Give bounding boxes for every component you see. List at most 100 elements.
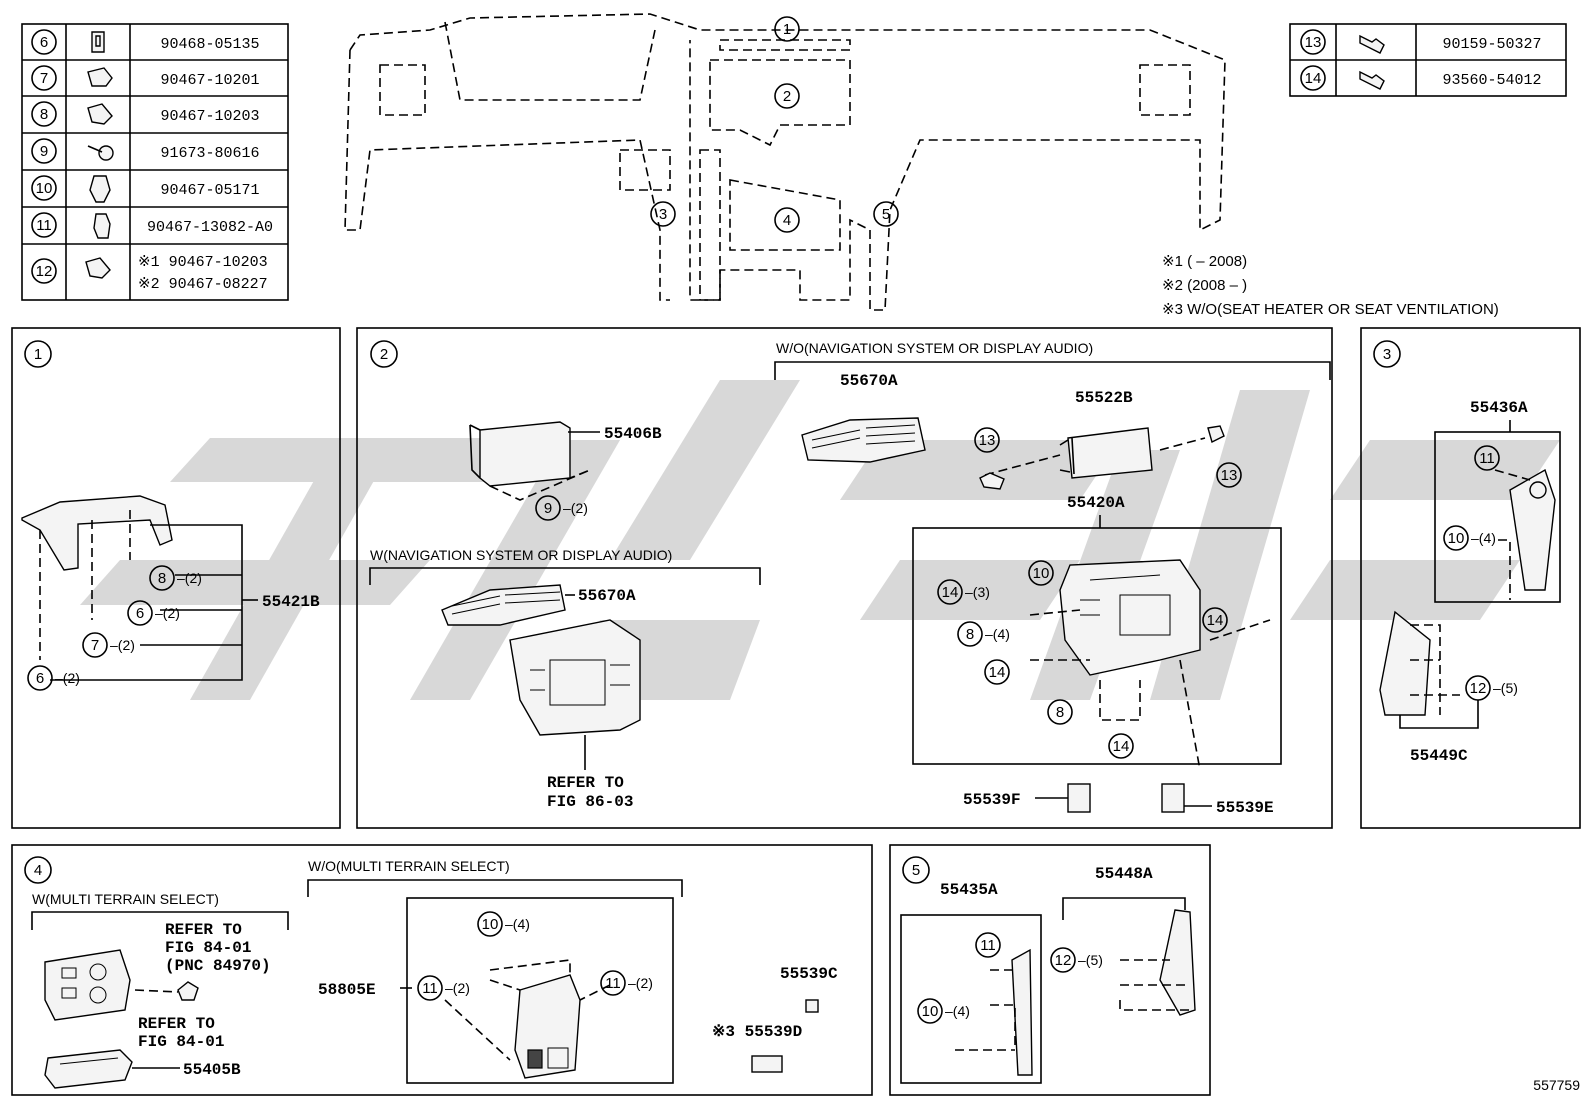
panel-4-refer-a2: FIG 84-01: [165, 939, 251, 957]
note-1: ※1 ( – 2008): [1162, 253, 1247, 270]
panel-4-number: 4: [34, 862, 42, 879]
panel-4-header-wo-bracket: [307, 879, 683, 897]
legend-ref-14: 14: [1305, 70, 1322, 87]
panel-1-qty-8: –(2): [177, 570, 202, 586]
panel-5-ref-12: 12: [1055, 952, 1072, 969]
legend-part-13: 90159-50327: [1442, 36, 1541, 53]
overview-callouts: [650, 16, 899, 233]
panel-1-part-drawing: [21, 495, 258, 681]
legend-part-7: 90467-10201: [160, 72, 259, 89]
panel-3-number: 3: [1383, 346, 1391, 363]
panel-5-ref-10: 10: [922, 1003, 939, 1020]
panel-1-ref-7: 7: [91, 637, 99, 654]
panel-4-part-55405B: 55405B: [183, 1061, 241, 1079]
panel-2-ref-14c: 14: [1207, 612, 1224, 629]
panel-2-ref-13b: 13: [1221, 467, 1238, 484]
panel-2-refer-line2: FIG 86-03: [547, 793, 633, 811]
panel-2-ref-14a: 14: [942, 584, 959, 601]
panel-4-refer-a1: REFER TO: [165, 921, 242, 939]
panel-4-part-55539D: ※3 55539D: [712, 1023, 802, 1041]
panel-2-ref-8b: 8: [1056, 704, 1064, 721]
legend-ref-9: 9: [40, 143, 48, 160]
panel-4-header-w-bracket: [31, 911, 289, 930]
panel-1-number: 1: [34, 346, 42, 363]
legend-part-9: 91673-80616: [160, 145, 259, 162]
panel-5-qty-12: –(5): [1078, 952, 1103, 968]
overview-callout-4: 4: [783, 212, 791, 229]
panel-2-ref-8a: 8: [966, 626, 974, 643]
overview-callout-1: 1: [783, 21, 791, 38]
panel-2-part-55522B: 55522B: [1075, 389, 1133, 407]
panel-1-ref-6a: 6: [136, 605, 144, 622]
panel-2-header-wo-bracket: [774, 361, 1331, 380]
panel-4-ref-11b: 11: [605, 975, 621, 992]
panel-2-qty-8a: –(4): [985, 626, 1010, 642]
panel-1-qty-6b: –(2): [55, 670, 80, 686]
panel-3-frame: [1360, 327, 1581, 829]
legend-ref-6: 6: [40, 34, 48, 51]
legend-ref-10: 10: [36, 180, 53, 197]
panel-5-number: 5: [912, 862, 920, 879]
legend-ref-8: 8: [40, 106, 48, 123]
panel-4-switches: [751, 999, 819, 1073]
overview-callout-2: 2: [783, 88, 791, 105]
panel-2-refer-line1: REFER TO: [547, 774, 624, 792]
panel-2-switches: [1035, 783, 1212, 813]
panel-3-ref-10: 10: [1448, 530, 1465, 547]
panel-2-header-w-nav: W(NAVIGATION SYSTEM OR DISPLAY AUDIO): [370, 547, 672, 563]
legend-ref-13: 13: [1305, 34, 1322, 51]
panel-4-part-58805E: 58805E: [318, 981, 376, 999]
legend-part-6: 90468-05135: [160, 36, 259, 53]
panel-2-ref-14b: 14: [989, 664, 1006, 681]
legend-part-14: 93560-54012: [1442, 72, 1541, 89]
panel-2-part-55670A-top: 55670A: [840, 372, 898, 390]
panel-4-header-w-mts: W(MULTI TERRAIN SELECT): [32, 891, 219, 907]
panel-5-part-55448A: 55448A: [1095, 865, 1153, 883]
panel-4-header-wo-mts: W/O(MULTI TERRAIN SELECT): [308, 858, 510, 874]
panel-5-subbox: [900, 914, 1042, 1084]
panel-4-qty-11b: –(2): [628, 975, 653, 991]
panel-4-qty-11a: –(2): [445, 980, 470, 996]
panel-1-qty-6a: –(2): [155, 605, 180, 621]
panel-2-part-55539E: 55539E: [1216, 799, 1274, 817]
panel-2-vents-lower: [441, 584, 575, 626]
panel-5-frame: [889, 844, 1211, 1096]
panel-4-refer-b2: FIG 84-01: [138, 1033, 224, 1051]
legend-left-refs: [31, 29, 57, 284]
panel-3-part-55449C: 55449C: [1410, 747, 1468, 765]
panel-1-part-55421B: 55421B: [262, 593, 320, 611]
panel-5-parts: [955, 909, 1196, 1076]
panel-2-subbox-55420A: [912, 527, 1282, 765]
legend-part-10: 90467-05171: [160, 182, 259, 199]
note-3: ※3 W/O(SEAT HEATER OR SEAT VENTILATION): [1162, 301, 1499, 318]
legend-icons-left: [85, 31, 114, 279]
panel-3-subbox: [1434, 431, 1561, 603]
panel-2-ref-14d: 14: [1113, 738, 1130, 755]
panel-4-mts-switch: [44, 949, 199, 1089]
panel-2-nav-unit: [509, 619, 641, 770]
panel-2-panel-55522B: [979, 425, 1225, 490]
overview-callout-5: 5: [882, 206, 890, 223]
legend-table-right: [1289, 23, 1567, 97]
panel-3-qty-10: –(4): [1471, 530, 1496, 546]
panel-2-qty-9: –(2): [563, 500, 588, 516]
legend-table-left: [21, 23, 289, 301]
panel-3-ref-12: 12: [1470, 680, 1487, 697]
panel-4-frame: [11, 844, 873, 1096]
panel-4-subbox: [406, 897, 674, 1084]
panel-2-ref-13a: 13: [979, 432, 996, 449]
panel-4-refer-b1: REFER TO: [138, 1015, 215, 1033]
panel-2-ref-9: 9: [544, 500, 552, 517]
panel-1-ref-8: 8: [158, 570, 166, 587]
legend-ref-7: 7: [40, 70, 48, 87]
panel-1-ref-6b: 6: [36, 670, 44, 687]
panel-2-part-55406B: 55406B: [604, 425, 662, 443]
dashboard-overview: [344, 13, 1226, 311]
panel-2-part-55420A: 55420A: [1067, 494, 1125, 512]
legend-part-8: 90467-10203: [160, 108, 259, 125]
panel-2-vents-top: [801, 417, 926, 463]
panel-3-part-55436A: 55436A: [1470, 399, 1528, 417]
note-2: ※2 (2008 – ): [1162, 277, 1247, 294]
panel-2-header-wo-nav: W/O(NAVIGATION SYSTEM OR DISPLAY AUDIO): [776, 340, 1093, 356]
